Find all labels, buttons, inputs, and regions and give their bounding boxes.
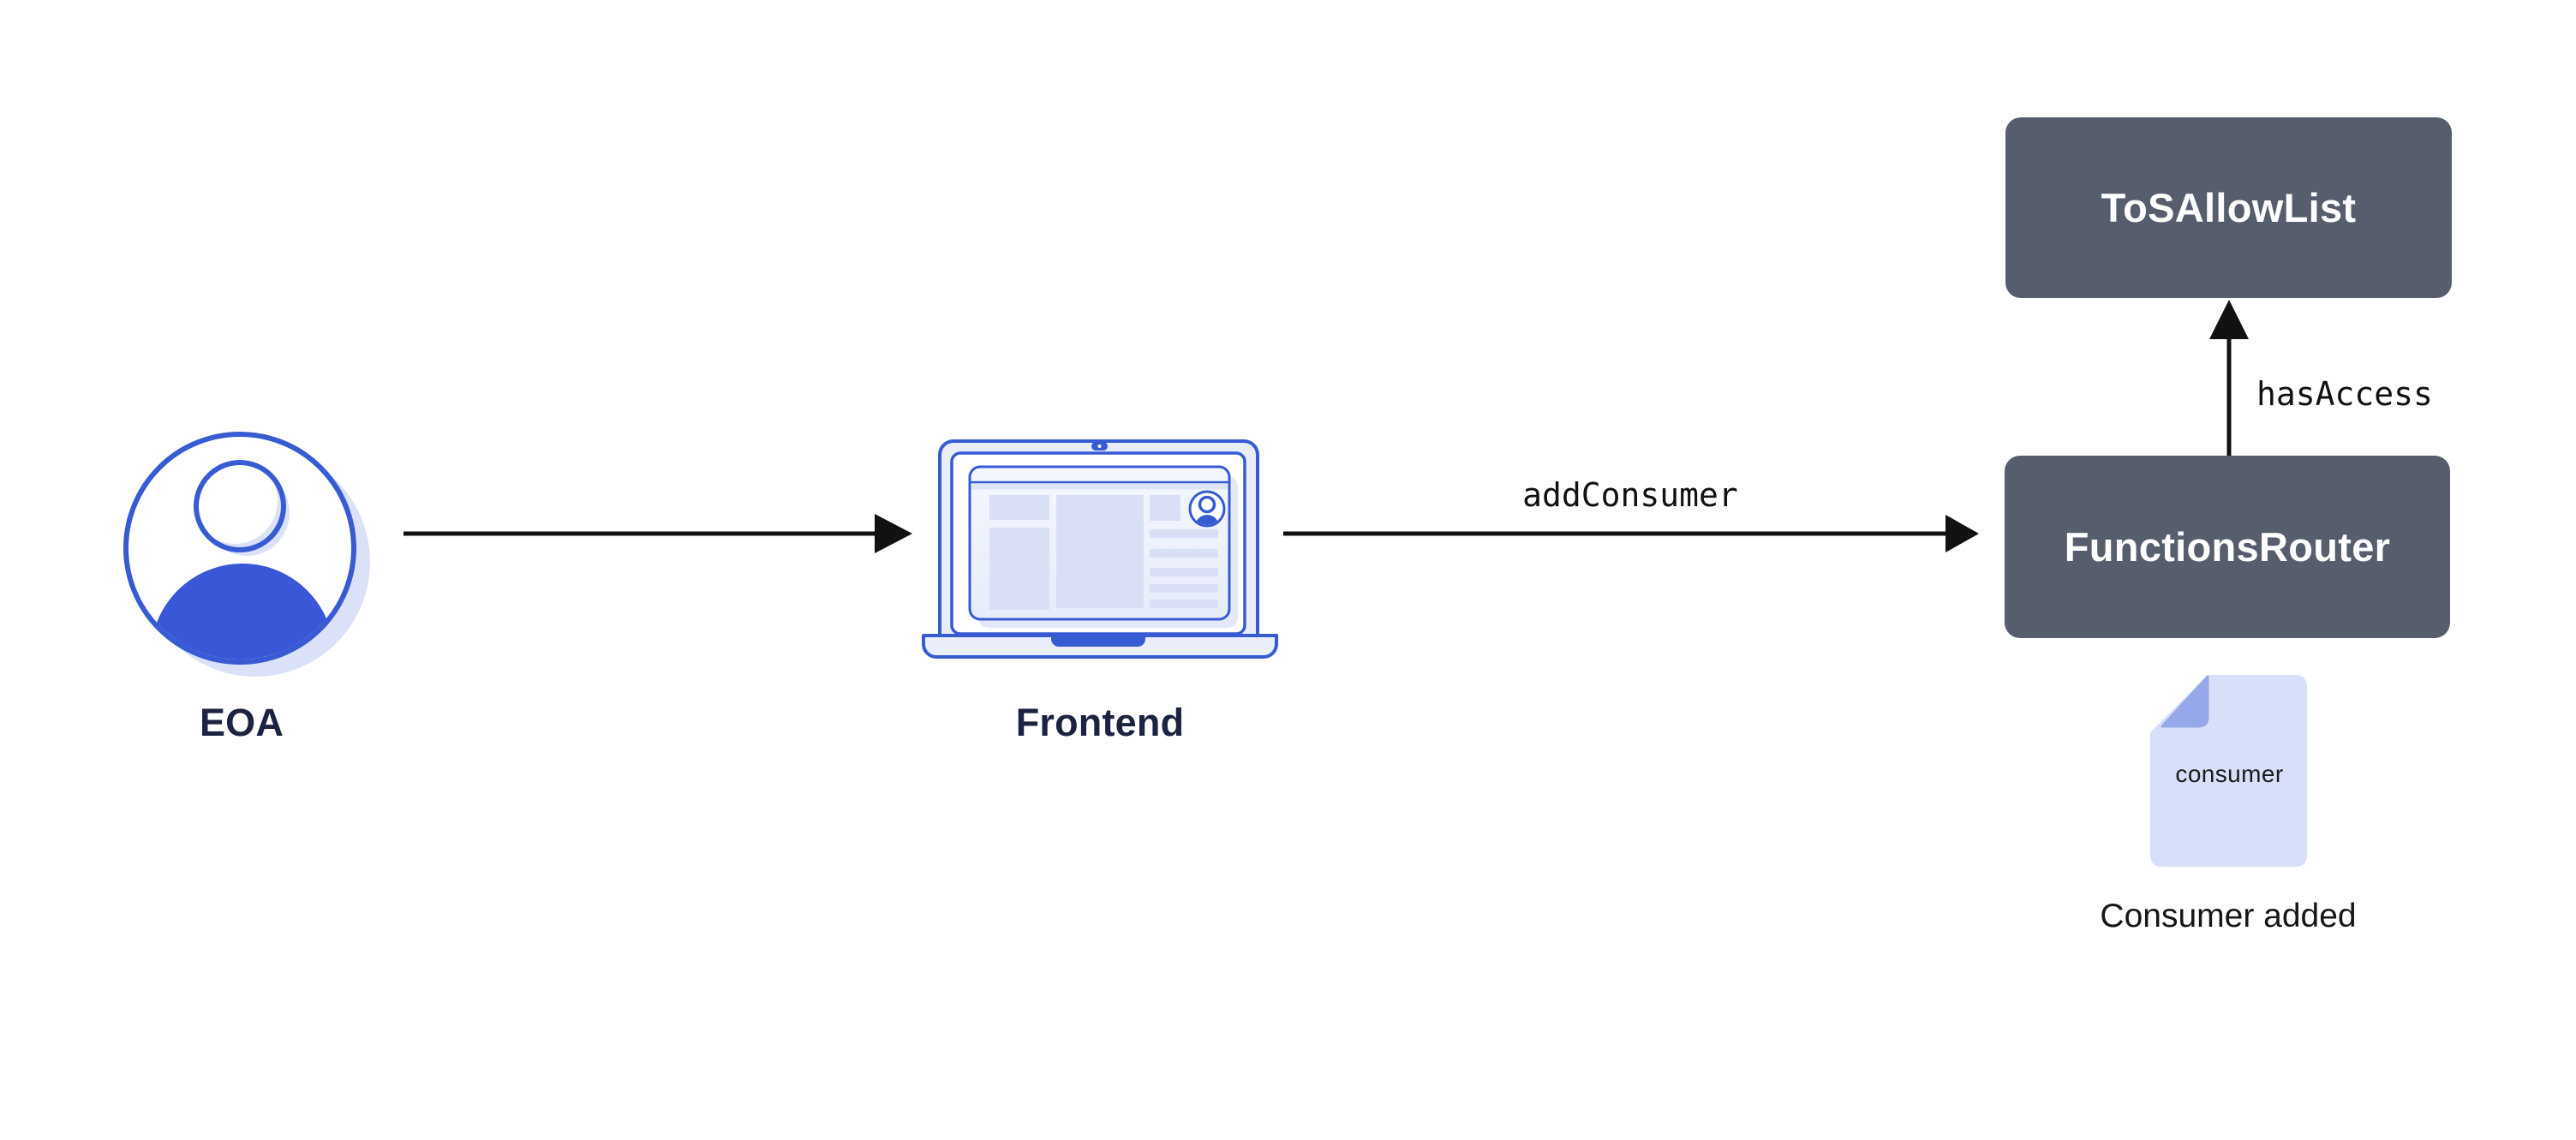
functions-router-box: FunctionsRouter	[2005, 456, 2450, 638]
consumer-added-caption: Consumer added	[2100, 898, 2357, 934]
browser-avatar-icon	[1188, 490, 1226, 528]
document-icon	[2150, 675, 2307, 867]
tos-allowlist-label: ToSAllowList	[2101, 185, 2357, 230]
document-text: consumer	[2175, 761, 2284, 787]
tos-allowlist-box: ToSAllowList	[2005, 117, 2452, 298]
frontend-label: Frontend	[1015, 701, 1185, 744]
user-avatar-icon	[123, 432, 370, 677]
arrow-eoa-to-frontend	[403, 514, 912, 553]
hasaccess-edge-label: hasAccess	[2256, 375, 2433, 413]
arrow-frontend-to-router	[1283, 515, 1979, 552]
arrow-router-to-allowlist	[2209, 300, 2249, 456]
functions-router-label: FunctionsRouter	[2064, 524, 2391, 570]
laptop-icon	[922, 439, 1278, 659]
eoa-label: EOA	[199, 701, 284, 744]
browser-content-blocks	[989, 495, 1218, 610]
addconsumer-edge-label: addConsumer	[1522, 476, 1738, 514]
